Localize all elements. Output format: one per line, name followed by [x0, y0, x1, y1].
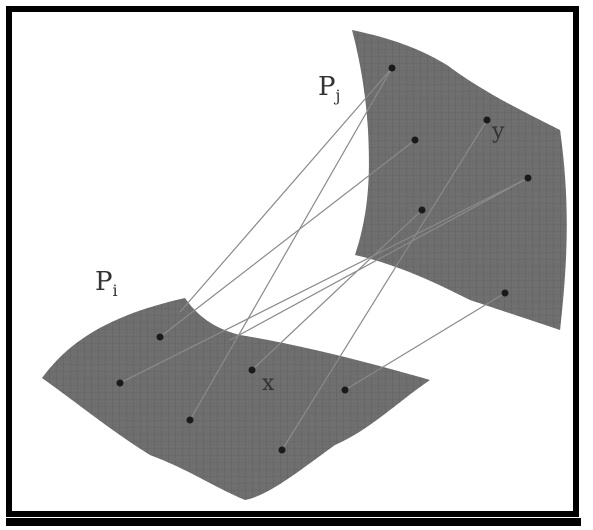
correspondence-line — [229, 177, 529, 341]
label-point-y: y — [491, 119, 505, 144]
correspondence-line — [251, 209, 423, 371]
point — [156, 333, 164, 341]
correspondence-line — [119, 177, 529, 384]
points-left — [116, 333, 349, 454]
surface-right — [352, 30, 567, 330]
correspondence-line — [344, 292, 506, 391]
label-surface-right: Pj — [318, 72, 340, 105]
figure-frame-bottom — [6, 518, 581, 526]
label-surface-left: Pi — [95, 267, 118, 300]
point — [524, 174, 532, 182]
point — [116, 379, 124, 387]
point — [411, 136, 419, 144]
point — [278, 446, 286, 454]
point — [186, 416, 194, 424]
correspondence-line — [189, 67, 393, 421]
point — [341, 386, 349, 394]
point — [418, 206, 426, 214]
label-point-x: x — [262, 371, 275, 396]
point — [501, 289, 509, 297]
point-x — [248, 366, 256, 374]
point-y — [483, 116, 491, 124]
correspondence-line — [179, 67, 393, 313]
correspondence-lines — [119, 67, 529, 451]
surface-left — [42, 298, 430, 500]
correspondence-line — [281, 119, 488, 451]
correspondence-line — [159, 139, 416, 338]
points-right — [388, 64, 532, 297]
point — [388, 64, 396, 72]
